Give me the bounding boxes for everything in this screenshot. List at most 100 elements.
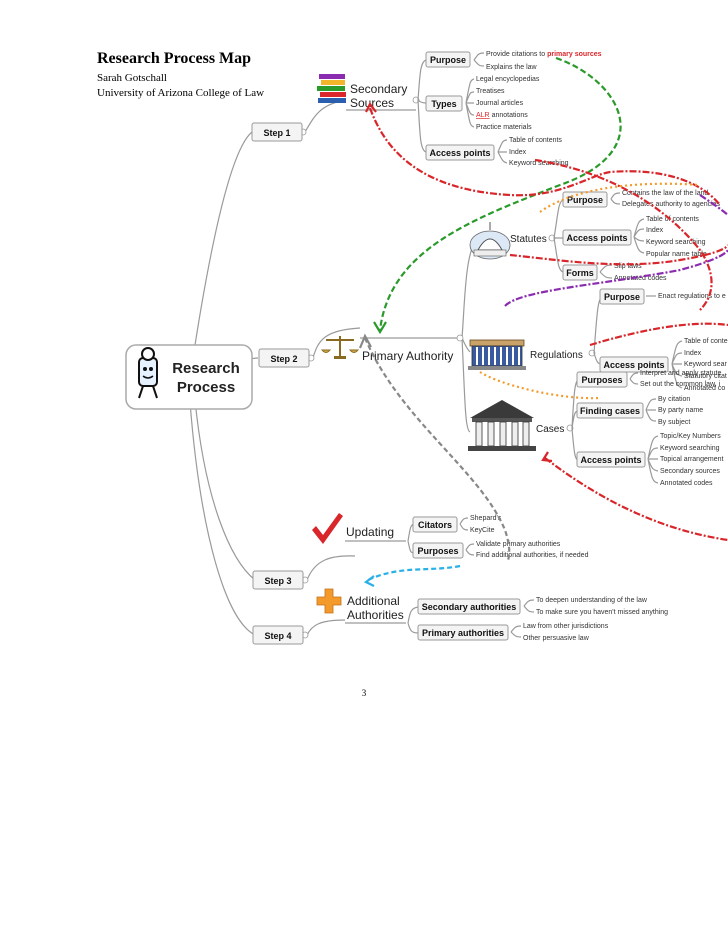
orange-arrow-2 [479, 371, 601, 400]
cyan-arrow [367, 564, 461, 581]
svg-text:Purpose: Purpose [604, 292, 640, 302]
secondary-purpose-box[interactable]: Purpose [425, 51, 471, 68]
svg-text:Explains the law: Explains the law [486, 64, 538, 71]
secondary-sources-node[interactable]: Secondary Sources [317, 59, 427, 153]
orange-arrow-1 [539, 182, 701, 213]
step-4-node[interactable]: Step 4 [252, 625, 304, 645]
svg-text:Index: Index [684, 350, 702, 357]
svg-text:Forms: Forms [566, 268, 594, 278]
purple-arrow-2 [699, 194, 728, 216]
statutes-forms-box[interactable]: Forms [562, 264, 598, 281]
svg-text:Keyword sear: Keyword sear [684, 361, 727, 368]
step-1-node[interactable]: Step 1 [251, 122, 303, 142]
government-building-icon [468, 339, 526, 370]
cases-label: Cases [536, 424, 564, 435]
red-arrow-5 [544, 457, 728, 542]
updating-node[interactable]: Updating [312, 513, 415, 554]
svg-text:Contains the law of the land: Contains the law of the land [622, 190, 708, 197]
svg-text:Purpose: Purpose [567, 195, 603, 205]
step-3-label: Step 3 [264, 576, 291, 586]
regulations-purpose-box[interactable]: Purpose [599, 288, 645, 305]
additional-title-1: Additional [347, 594, 400, 608]
svg-text:Access points: Access points [429, 148, 490, 158]
additional-authorities-node[interactable]: Additional Authorities [316, 588, 419, 634]
svg-text:Keyword searching: Keyword searching [646, 239, 706, 246]
statutes-access-box[interactable]: Access points [562, 229, 632, 246]
statutes-node[interactable]: Statutes [469, 199, 564, 273]
additional-secondary-box[interactable]: Secondary authorities [417, 598, 521, 615]
secondary-access-box[interactable]: Access points [425, 144, 495, 161]
citators-box[interactable]: Citators [412, 516, 458, 533]
secondary-title-1: Secondary [350, 82, 407, 96]
red-arrow-1 [368, 107, 721, 206]
svg-text:Table of contents: Table of contents [509, 137, 562, 144]
cases-purposes-box[interactable]: Purposes [576, 371, 628, 388]
cases-finding-box[interactable]: Finding cases [576, 402, 644, 419]
svg-text:Other persuasive law: Other persuasive law [523, 635, 590, 642]
svg-text:Provide citations to primary s: Provide citations to primary sources [486, 51, 602, 58]
svg-text:Secondary sources: Secondary sources [660, 468, 720, 475]
regulations-node[interactable]: Regulations [468, 296, 603, 370]
svg-text:Secondary authorities: Secondary authorities [422, 602, 517, 612]
svg-text:By party name: By party name [658, 407, 703, 414]
central-node[interactable]: Research Process [125, 344, 253, 410]
statutes-purpose-box[interactable]: Purpose [562, 191, 608, 208]
svg-text:Purpose: Purpose [430, 55, 466, 65]
capitol-building-icon [469, 222, 511, 260]
svg-text:Primary authorities: Primary authorities [422, 628, 504, 638]
svg-text:Annotated codes: Annotated codes [614, 275, 667, 282]
primary-authority-label: Primary Authority [362, 349, 453, 363]
additional-primary-box[interactable]: Primary authorities [417, 624, 509, 641]
institution: University of Arizona College of Law [97, 87, 265, 99]
svg-text:To deepen understanding of the: To deepen understanding of the law [536, 597, 648, 604]
secondary-types-box[interactable]: Types [425, 95, 463, 112]
svg-text:Finding cases: Finding cases [580, 406, 640, 416]
svg-text:Enact regulations to e: Enact regulations to e [658, 293, 726, 300]
statutes-label: Statutes [510, 234, 547, 245]
svg-text:Types: Types [431, 99, 456, 109]
svg-text:Delegates authority to agencie: Delegates authority to agencies [622, 201, 721, 208]
step-3-node[interactable]: Step 3 [252, 570, 304, 590]
svg-text:Find additional authorities, i: Find additional authorities, if needed [476, 552, 589, 559]
step-4-label: Step 4 [264, 631, 291, 641]
svg-text:Shepard's: Shepard's [470, 515, 502, 522]
red-arrow-3 [509, 244, 728, 266]
svg-text:Interpret and apply statute: Interpret and apply statute [640, 370, 721, 377]
step-1-label: Step 1 [263, 128, 290, 138]
svg-text:ALR annotations: ALR annotations [476, 112, 528, 119]
connector-arrows [358, 56, 728, 587]
books-icon [317, 74, 346, 103]
svg-text:Purposes: Purposes [581, 375, 622, 385]
scales-of-justice-icon [320, 336, 360, 359]
svg-text:To make sure you haven't misse: To make sure you haven't missed anything [536, 609, 668, 616]
svg-text:Annotated co: Annotated co [684, 385, 725, 392]
svg-text:Table of contents: Table of contents [646, 216, 699, 223]
step-2-node[interactable]: Step 2 [258, 348, 310, 368]
svg-text:Index: Index [509, 149, 527, 156]
primary-authority-node[interactable]: Primary Authority [320, 336, 453, 363]
updating-label: Updating [346, 525, 394, 539]
cases-access-box[interactable]: Access points [576, 451, 646, 468]
svg-text:Statutory citat: Statutory citat [684, 373, 727, 380]
svg-text:Annotated codes: Annotated codes [660, 480, 713, 487]
svg-text:Slip laws: Slip laws [614, 263, 642, 270]
svg-text:Access points: Access points [566, 233, 627, 243]
central-label-1: Research [172, 360, 240, 377]
svg-text:Practice materials: Practice materials [476, 124, 532, 131]
svg-text:Topic/Key Numbers: Topic/Key Numbers [660, 433, 721, 440]
map-title: Research Process Map [97, 50, 252, 67]
author: Sarah Gotschall [97, 72, 167, 84]
svg-text:Journal articles: Journal articles [476, 100, 524, 107]
gray-arrow [363, 337, 511, 561]
regulations-access-box[interactable]: Access points [599, 356, 669, 373]
svg-text:Legal encyclopedias: Legal encyclopedias [476, 76, 540, 83]
svg-text:Topical arrangement: Topical arrangement [660, 456, 723, 463]
cases-node[interactable]: Cases [468, 379, 579, 461]
svg-text:Popular name table: Popular name table [646, 251, 707, 258]
svg-text:Treatises: Treatises [476, 88, 505, 95]
updating-purposes-box[interactable]: Purposes [412, 542, 464, 559]
svg-text:KeyCite: KeyCite [470, 527, 495, 534]
purple-arrow-1 [504, 249, 728, 307]
central-label-2: Process [177, 379, 235, 396]
red-arrow-4 [589, 322, 728, 347]
